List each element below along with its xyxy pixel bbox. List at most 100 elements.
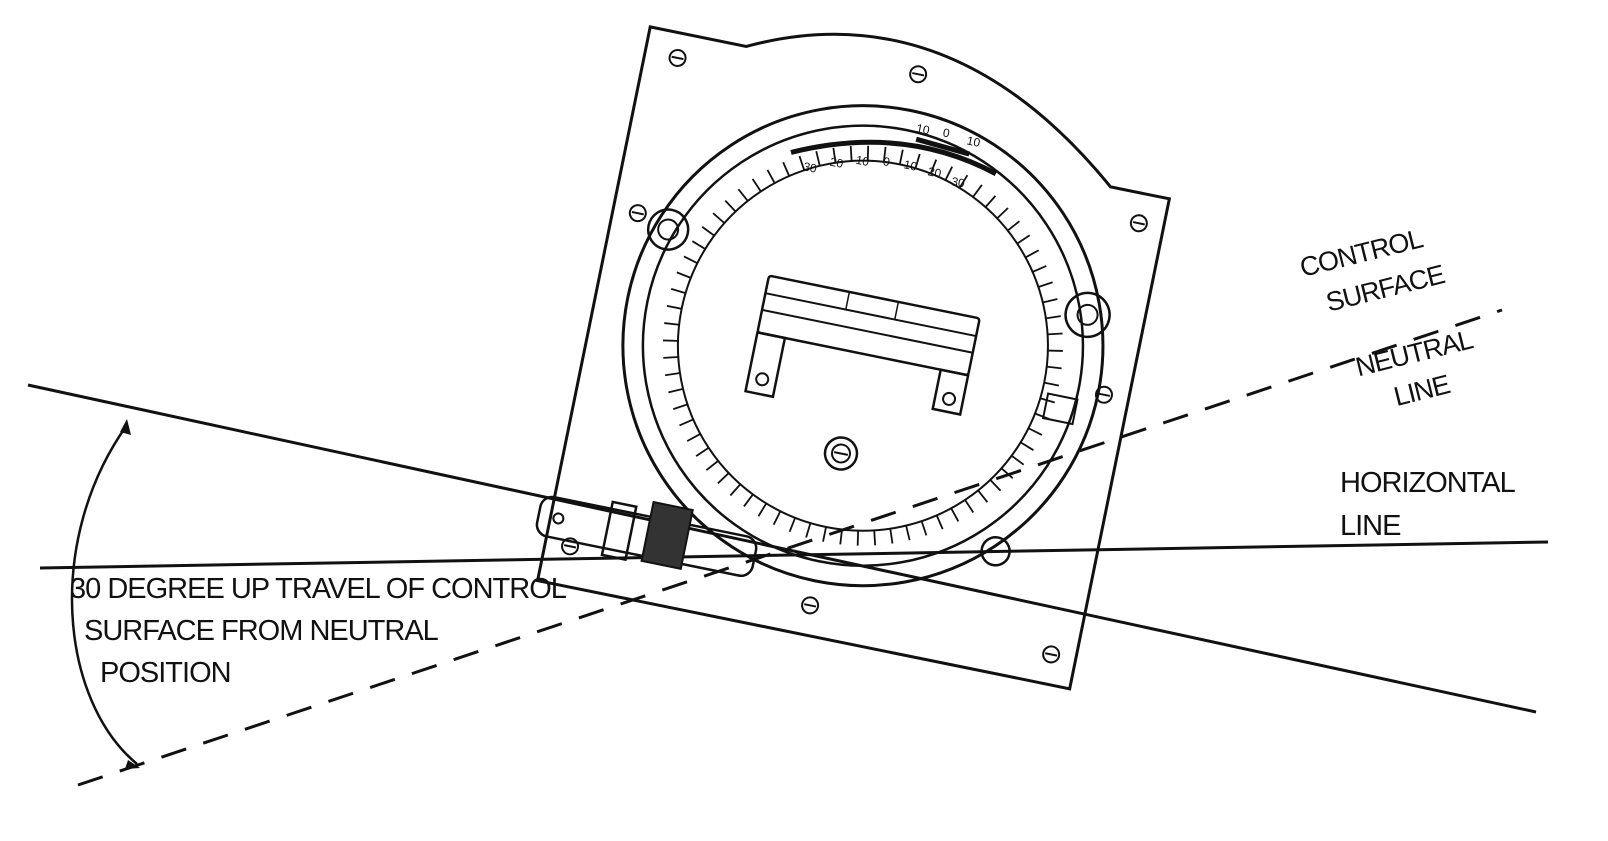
dial-tick: [743, 493, 754, 508]
dial-tick: [798, 155, 806, 171]
dial-tick: [729, 483, 742, 497]
dial-tick: [766, 169, 776, 184]
dial-tick: [1028, 427, 1043, 436]
center-screw-icon: [823, 436, 859, 471]
inner-scale-num: 20: [829, 155, 845, 171]
outer-scale-num: 10: [966, 133, 982, 149]
label-line: LINE: [1391, 369, 1453, 412]
dial-tick: [1000, 467, 1014, 479]
dial-tick: [984, 195, 997, 208]
dial-tick: [866, 145, 870, 161]
dial-tick: [989, 479, 1002, 492]
dial-tick: [670, 288, 686, 295]
dial-tick: [1007, 220, 1021, 232]
dial-tick: [683, 255, 698, 264]
dial-tick: [1044, 381, 1060, 387]
dial-tick: [929, 159, 938, 174]
knurled-knob-icon: [640, 500, 694, 571]
dial-tick: [996, 207, 1009, 220]
dial-tick: [782, 161, 790, 177]
dial-tick: [1032, 265, 1047, 273]
dial-tick: [1046, 365, 1062, 370]
dial-tick: [701, 226, 715, 237]
level-vial: [744, 274, 981, 416]
label-neutral: NEUTRAL: [1353, 324, 1477, 382]
dial-tick: [920, 520, 928, 536]
dial-tick: [815, 151, 821, 167]
arc-arrow-bottom: [125, 760, 140, 769]
travel-angle-arc: [70, 424, 138, 765]
dial-tick: [1025, 249, 1040, 259]
dial-tick: [724, 200, 737, 213]
dial-tick: [914, 153, 921, 169]
dial-tick: [882, 146, 887, 162]
inner-scale-num: 20: [927, 164, 943, 180]
neutral-line-label: CONTROL SURFACE NEUTRAL LINE: [1297, 223, 1477, 412]
outer-scale-arc: [915, 136, 970, 157]
dial-tick: [805, 522, 812, 538]
dial-tick: [664, 322, 680, 326]
dial-tick: [772, 510, 782, 526]
dial-tick: [737, 188, 749, 202]
dial-tick: [668, 388, 684, 394]
dial-tick: [889, 528, 894, 544]
dial-tick: [705, 460, 719, 471]
dial-tick: [1047, 332, 1063, 336]
horizontal-label-line1: HORIZONTAL: [1340, 467, 1516, 499]
dial-tick: [662, 339, 679, 342]
dial-tick: [856, 530, 859, 546]
travel-note-line1: 30 DEGREE UP TRAVEL OF CONTROL: [70, 573, 567, 605]
dial-tick: [964, 499, 975, 513]
dial-tick: [672, 403, 688, 411]
travel-note-line2: SURFACE FROM NEUTRAL: [84, 615, 439, 647]
dial-tick: [1020, 441, 1034, 451]
protractor-frame: [535, 25, 1172, 691]
inner-scale-num: 10: [854, 153, 870, 169]
inner-ring: [641, 124, 1085, 567]
dial-tick: [977, 489, 989, 503]
dial-tick: [972, 184, 983, 198]
dial-tick: [1042, 298, 1058, 304]
dial-tick: [676, 271, 692, 279]
neutral-line-dashed: [77, 308, 1503, 787]
dial-tick: [751, 178, 762, 192]
inner-scale-num: 0: [882, 154, 892, 169]
clamp-lock: [535, 495, 758, 578]
dial-tick: [663, 356, 679, 359]
dial-tick: [666, 304, 682, 310]
outer-scale: 10 0 10: [915, 121, 982, 150]
dial-tick: [898, 149, 904, 165]
inner-scale: 30 20 10 0 10 20 30: [802, 153, 966, 191]
dial-ticks: [662, 145, 1063, 546]
right-knob-icon: [1064, 291, 1111, 339]
dial-face: [676, 159, 1049, 532]
control-surface-line: [27, 383, 1537, 714]
left-knob-icon: [646, 208, 690, 251]
dial-tick: [664, 372, 681, 377]
dial-tick: [958, 174, 969, 189]
dial-tick: [1016, 234, 1031, 245]
inner-scale-num: 30: [802, 159, 818, 175]
dial-tick: [832, 147, 837, 163]
dial-tick: [873, 530, 877, 546]
travel-note-line3: POSITION: [100, 657, 231, 689]
dial-tick: [691, 240, 706, 250]
dial-tick: [757, 502, 768, 517]
horizontal-label-line2: LINE: [1340, 510, 1401, 542]
dial-tick: [935, 514, 944, 530]
dial-tick: [849, 146, 853, 162]
arc-arrow-top: [120, 419, 131, 435]
dial-tick: [712, 212, 725, 224]
outer-scale-num: 0: [942, 126, 952, 141]
dial-tick: [822, 526, 827, 542]
dial-tick: [944, 166, 953, 181]
dial-tick: [1047, 349, 1063, 352]
frame-screws: [561, 48, 1148, 664]
protractor-body: 30 20 10 0 10 20 30 10 0 10: [535, 25, 1172, 691]
inner-scale-num: 10: [903, 157, 919, 173]
dial-tick: [1038, 281, 1053, 288]
dial-tick: [679, 418, 694, 427]
scale-arc: [790, 139, 998, 176]
outer-scale-num: 10: [915, 121, 931, 137]
